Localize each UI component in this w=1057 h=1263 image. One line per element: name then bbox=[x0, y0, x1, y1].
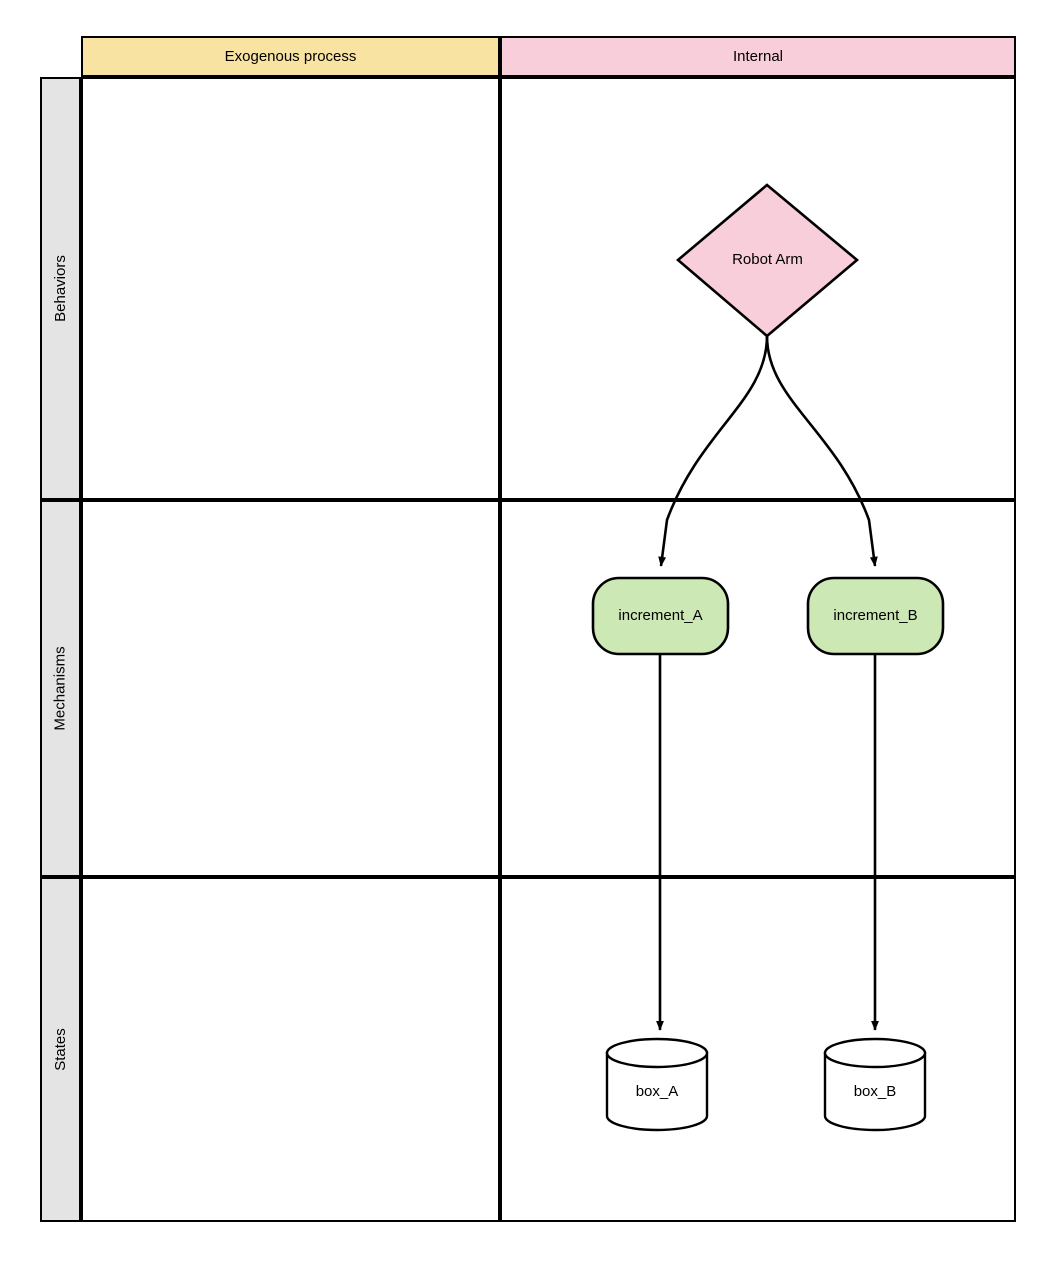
node-box-a-shape[interactable] bbox=[605, 1037, 709, 1132]
node-increment-b-shape[interactable] bbox=[806, 576, 945, 656]
column-header-label: Exogenous process bbox=[224, 48, 357, 65]
cell-behaviors-exogenous bbox=[81, 77, 500, 500]
cell-states-internal bbox=[500, 877, 1016, 1222]
row-label-behaviors: Behaviors bbox=[40, 77, 81, 500]
column-header-internal: Internal bbox=[500, 36, 1016, 77]
edge-robotarm-incrementa bbox=[658, 335, 769, 567]
cell-states-exogenous bbox=[81, 877, 500, 1222]
node-box-b-shape[interactable] bbox=[823, 1037, 927, 1132]
column-header-label: Internal bbox=[732, 48, 784, 65]
cell-mechanisms-internal bbox=[500, 500, 1016, 877]
row-label-states: States bbox=[40, 877, 81, 1222]
edge-robotarm-incrementb bbox=[765, 335, 878, 567]
column-header-exogenous-process: Exogenous process bbox=[81, 36, 500, 77]
node-robot-arm-shape[interactable] bbox=[675, 183, 860, 338]
node-increment-a-shape[interactable] bbox=[591, 576, 730, 656]
row-label-mechanisms: Mechanisms bbox=[40, 500, 81, 877]
cell-mechanisms-exogenous bbox=[81, 500, 500, 877]
